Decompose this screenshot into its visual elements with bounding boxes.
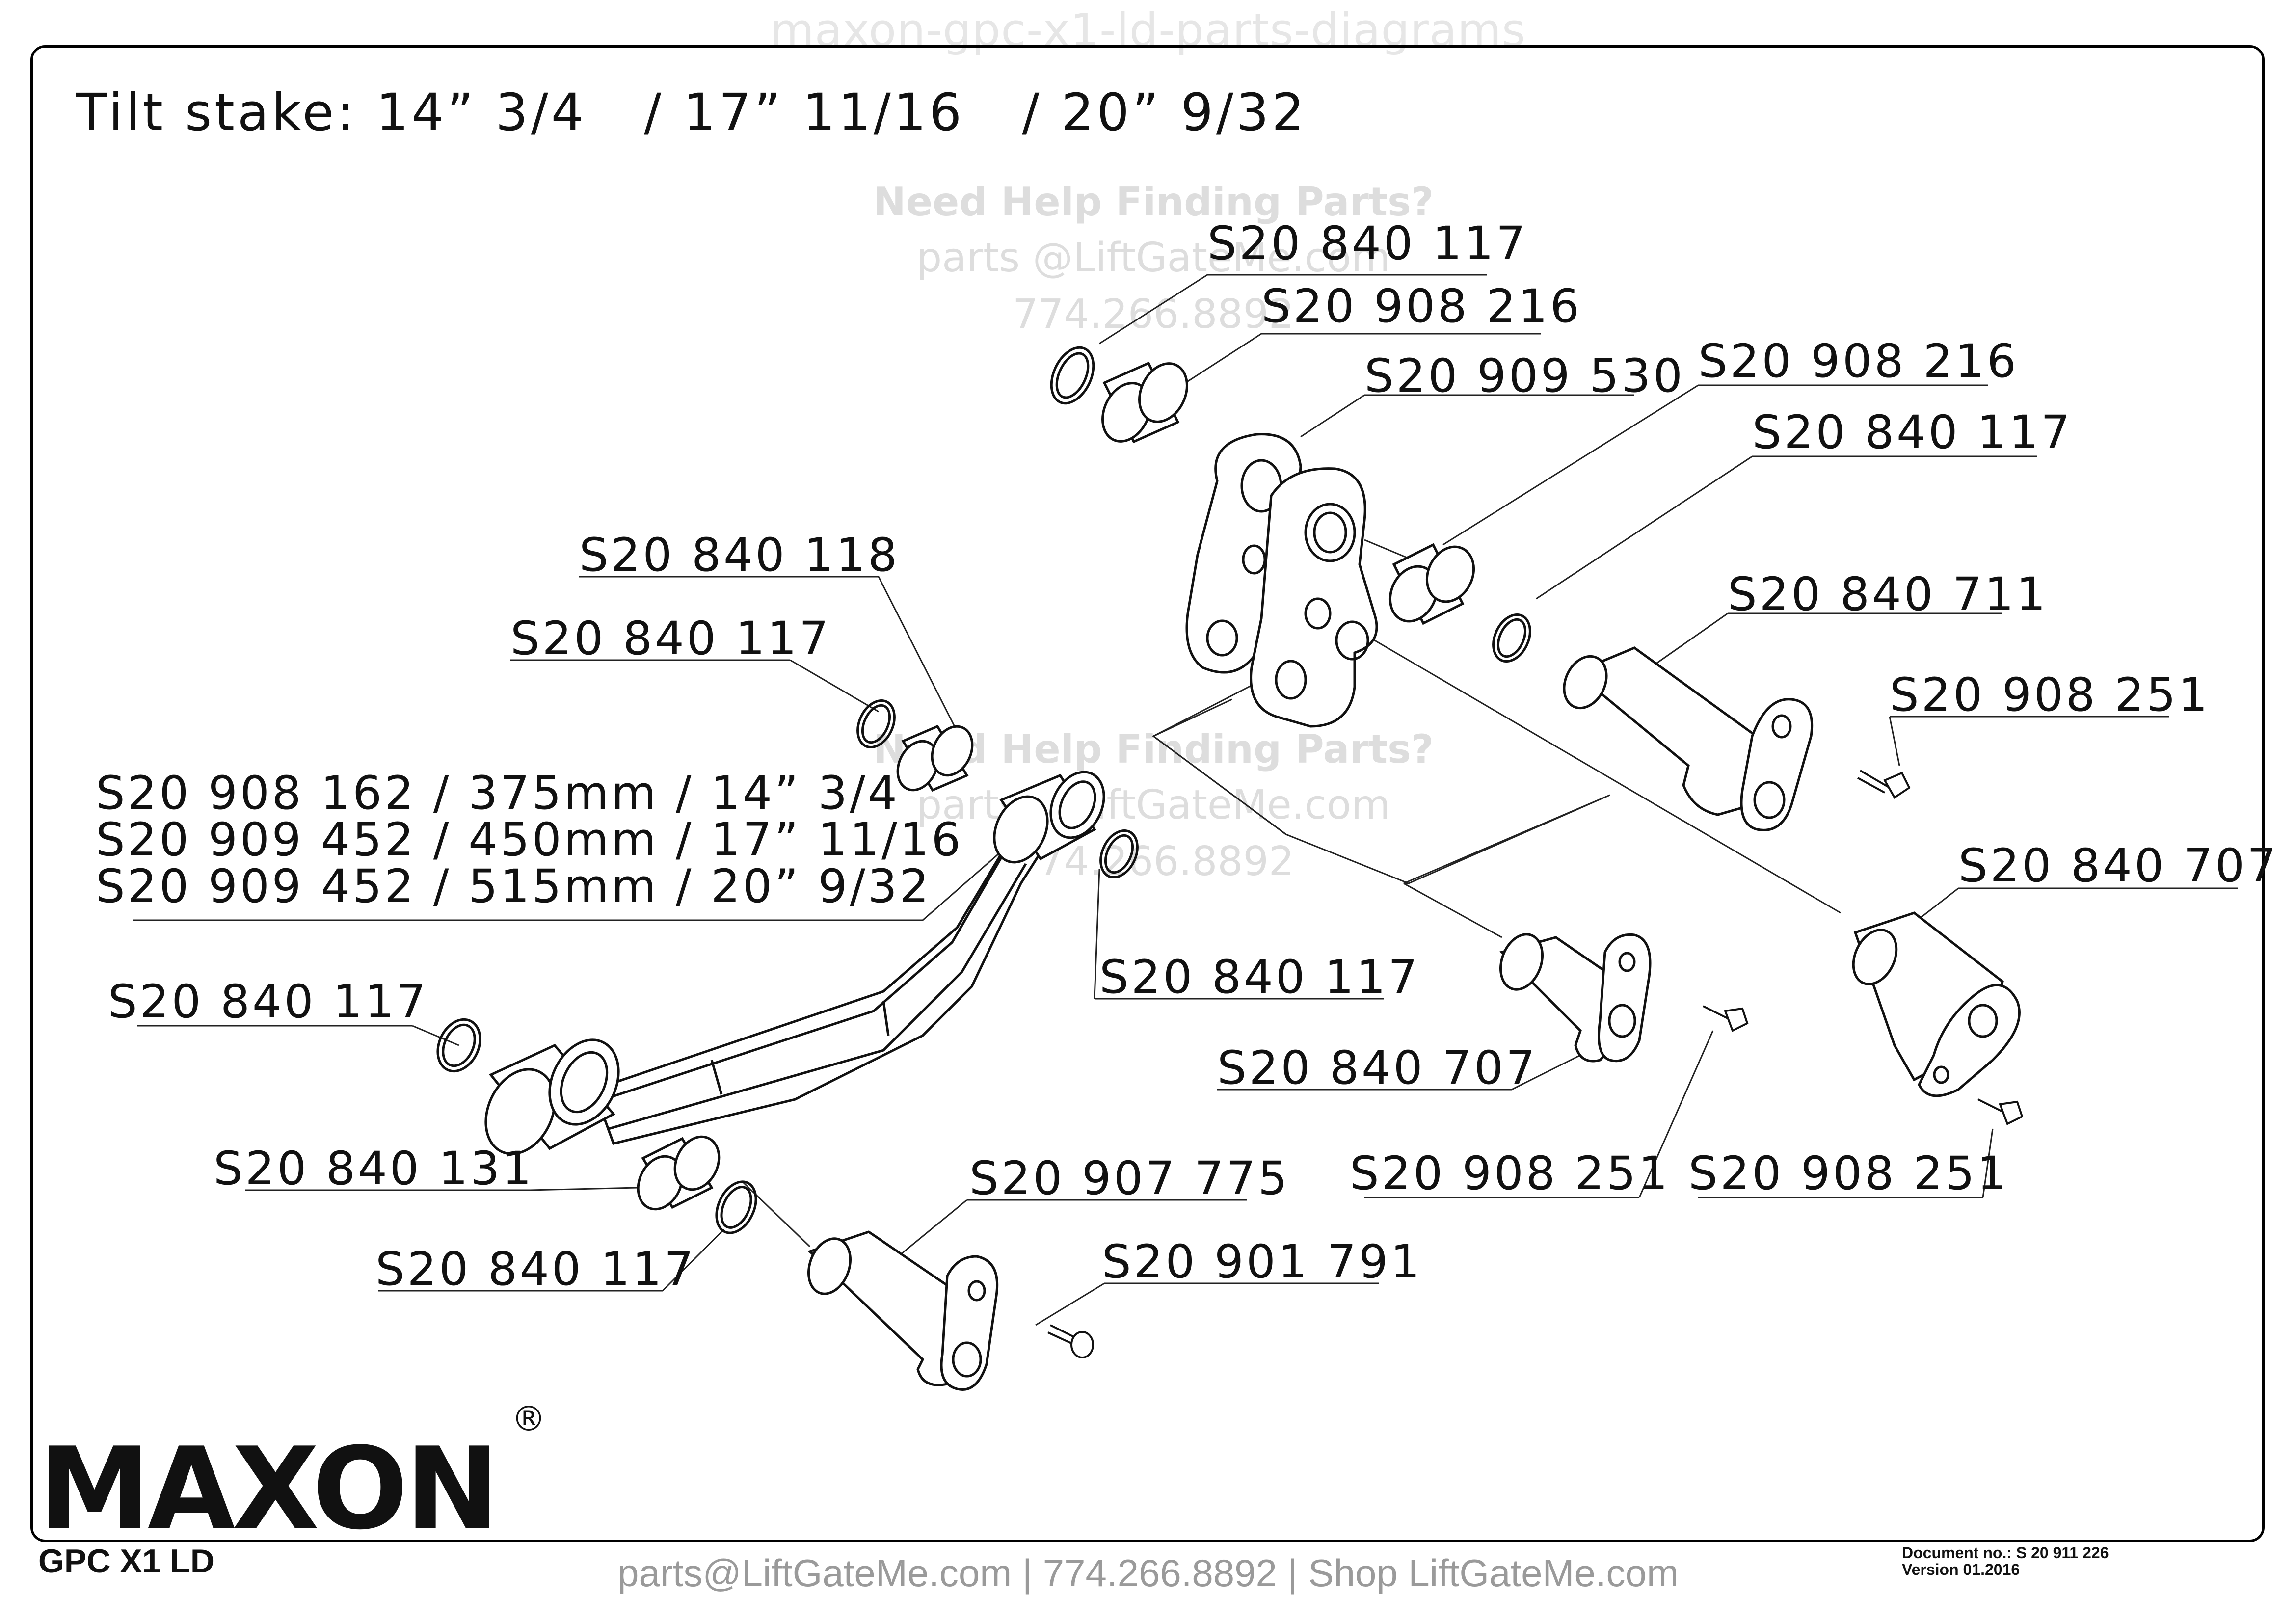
leader-lines bbox=[133, 274, 2238, 1326]
footer-contact: parts@LiftGateMe.com | 774.266.8892 | Sh… bbox=[617, 1551, 1679, 1595]
part-label: S20 840 118 bbox=[579, 529, 900, 582]
part-label: S20 909 452 / 515mm / 20” 9/32 bbox=[96, 860, 932, 913]
o-ring-part bbox=[436, 1018, 481, 1073]
page-title: Tilt stake: 14” 3/4 / 17” 11/16 / 20” 9/… bbox=[76, 82, 1308, 142]
part-label: S20 840 707 bbox=[1958, 839, 2279, 893]
pin-part bbox=[1852, 911, 2021, 1097]
bolt-part bbox=[1977, 1098, 2024, 1125]
bushing-part bbox=[896, 724, 974, 792]
bolt-part bbox=[1703, 1005, 1749, 1032]
help-watermark-top: Need Help Finding Parts? parts @LiftGate… bbox=[859, 179, 1448, 338]
o-ring-part bbox=[1050, 346, 1095, 405]
o-ring-part bbox=[1492, 613, 1531, 663]
bushing-part bbox=[1101, 361, 1188, 444]
help-heading: Need Help Finding Parts? bbox=[873, 179, 1434, 225]
logo-text: MAXON bbox=[38, 1424, 500, 1555]
part-label: S20 840 117 bbox=[108, 975, 428, 1029]
document-info: Document no.: S 20 911 226 Version 01.20… bbox=[1902, 1544, 2109, 1578]
part-label: S20 909 452 / 450mm / 17” 11/16 bbox=[96, 813, 963, 867]
part-label: S20 840 711 bbox=[1728, 568, 2048, 621]
o-ring-part bbox=[856, 699, 896, 749]
o-ring-part bbox=[1099, 829, 1139, 879]
watermark-site-name: maxon-gpc-x1-ld-parts-diagrams bbox=[770, 4, 1526, 56]
document-version: Version 01.2016 bbox=[1902, 1560, 2020, 1578]
part-label: S20 840 117 bbox=[1099, 951, 1420, 1004]
part-label: S20 840 131 bbox=[214, 1142, 534, 1196]
part-label: S20 901 791 bbox=[1102, 1235, 1422, 1289]
pin-part bbox=[1499, 933, 1652, 1063]
part-label: S20 908 251 bbox=[1350, 1147, 1670, 1200]
bushing-part bbox=[1388, 543, 1475, 625]
part-label: S20 908 216 bbox=[1698, 335, 2019, 388]
help-email: parts @LiftGateMe.com bbox=[916, 235, 1390, 281]
maxon-logo: MAXON® bbox=[38, 1402, 546, 1546]
part-label: S20 908 162 / 375mm / 14” 3/4 bbox=[96, 767, 900, 820]
model-name: GPC X1 LD bbox=[38, 1543, 214, 1580]
pin-part bbox=[1563, 646, 1814, 831]
part-label: S20 840 117 bbox=[510, 612, 831, 665]
pin-part bbox=[807, 1230, 999, 1391]
bushing-part bbox=[993, 771, 1105, 864]
help-phone: 774.266.8892 bbox=[1013, 291, 1294, 338]
part-label: S20 840 707 bbox=[1217, 1041, 1538, 1095]
screw-part bbox=[1047, 1324, 1094, 1358]
document-number: Document no.: S 20 911 226 bbox=[1902, 1544, 2109, 1562]
bolt-part bbox=[1857, 770, 1911, 799]
tilt-stake-plate bbox=[1185, 433, 1378, 728]
help-email: parts @LiftGateMe.com bbox=[916, 782, 1390, 828]
part-label: S20 907 775 bbox=[969, 1152, 1290, 1205]
o-ring-part bbox=[715, 1180, 757, 1234]
part-label: S20 908 216 bbox=[1261, 280, 1582, 333]
registered-mark: ® bbox=[511, 1399, 546, 1439]
drawing-frame bbox=[30, 45, 2265, 1542]
part-label: S20 908 251 bbox=[1688, 1147, 2009, 1200]
part-label: S20 840 117 bbox=[1752, 406, 2073, 459]
part-label: S20 908 251 bbox=[1890, 668, 2210, 722]
part-label: S20 840 117 bbox=[375, 1243, 696, 1296]
part-label: S20 840 117 bbox=[1207, 217, 1528, 270]
bushing-part bbox=[484, 1038, 620, 1155]
bushing-part bbox=[637, 1135, 721, 1211]
part-label: S20 909 530 bbox=[1364, 349, 1685, 403]
